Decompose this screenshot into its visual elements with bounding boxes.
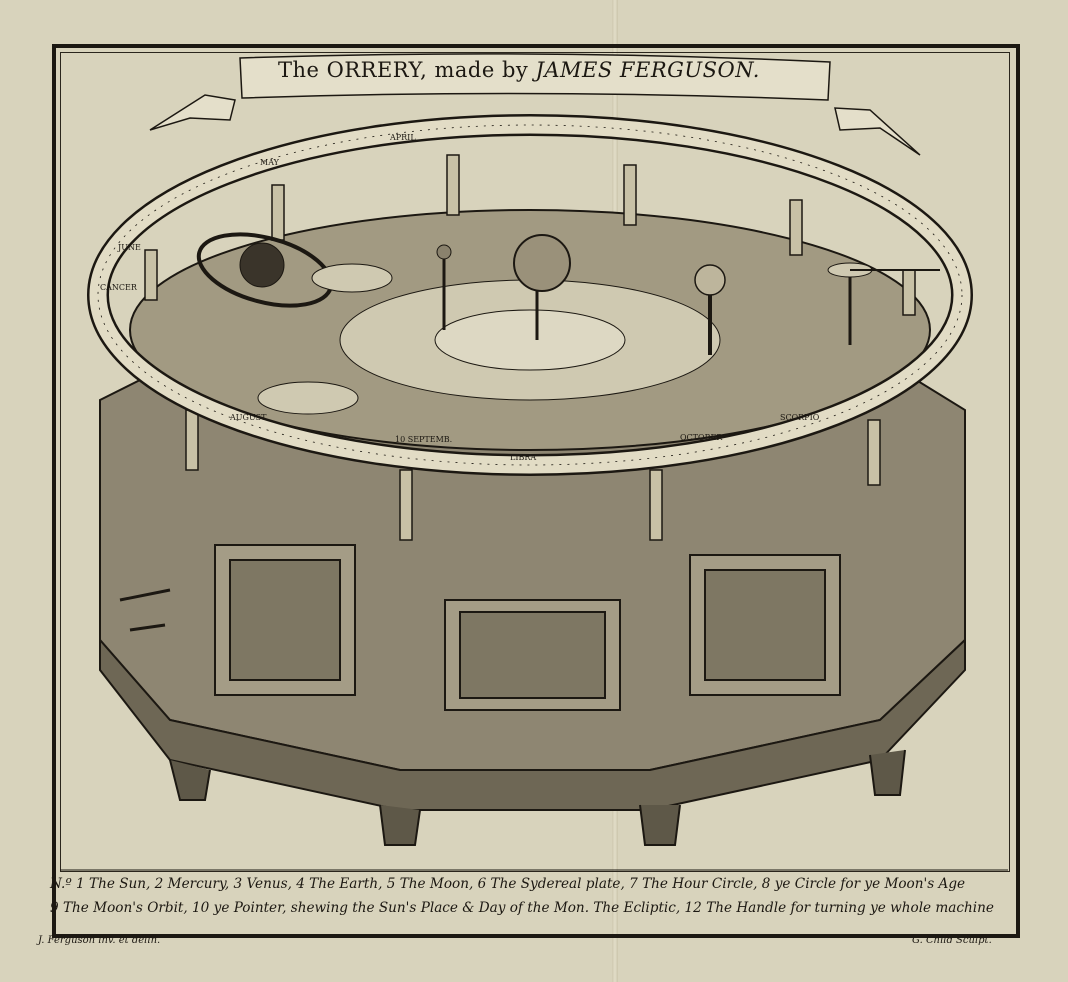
handle-crank (119, 588, 171, 632)
ring-label: LIBRA (510, 453, 536, 462)
ring-label: APRIL (389, 133, 416, 142)
sun-globe (513, 234, 571, 292)
ring-label: SCORPIO (780, 413, 820, 422)
earth-globe (694, 264, 726, 296)
caption-line-1: N.º 1 The Sun, 2 Mercury, 3 Venus, 4 The… (50, 876, 966, 892)
caption-line-2: 9 The Moon's Orbit, 10 ye Pointer, shewi… (50, 900, 994, 916)
ring-label: 10 SEPTEMB. (395, 435, 452, 444)
mercury-ball (436, 244, 452, 260)
credit-engraver: G. Child Sculpt. (912, 935, 992, 946)
orrery-base (99, 369, 966, 846)
plate-border (52, 44, 1020, 938)
ring-label: CANCER (100, 283, 138, 292)
title-name: JAMES FERGUSON. (535, 58, 760, 82)
ring-label: OCTOBER (680, 433, 723, 442)
ring-label: AUGUST (229, 413, 267, 422)
ring-label: JUNE (117, 243, 141, 252)
plate-inner-border (60, 52, 1010, 872)
moon-apparatus (239, 242, 285, 288)
pillars (144, 154, 916, 541)
title-prefix: The ORRERY, made by (278, 58, 536, 82)
ring-label: MAY (260, 158, 280, 167)
credit-designer: J. Ferguson inv. et delin. (38, 935, 161, 946)
title-banner (149, 53, 921, 156)
plate-title: The ORRERY, made by JAMES FERGUSON. (278, 58, 760, 82)
